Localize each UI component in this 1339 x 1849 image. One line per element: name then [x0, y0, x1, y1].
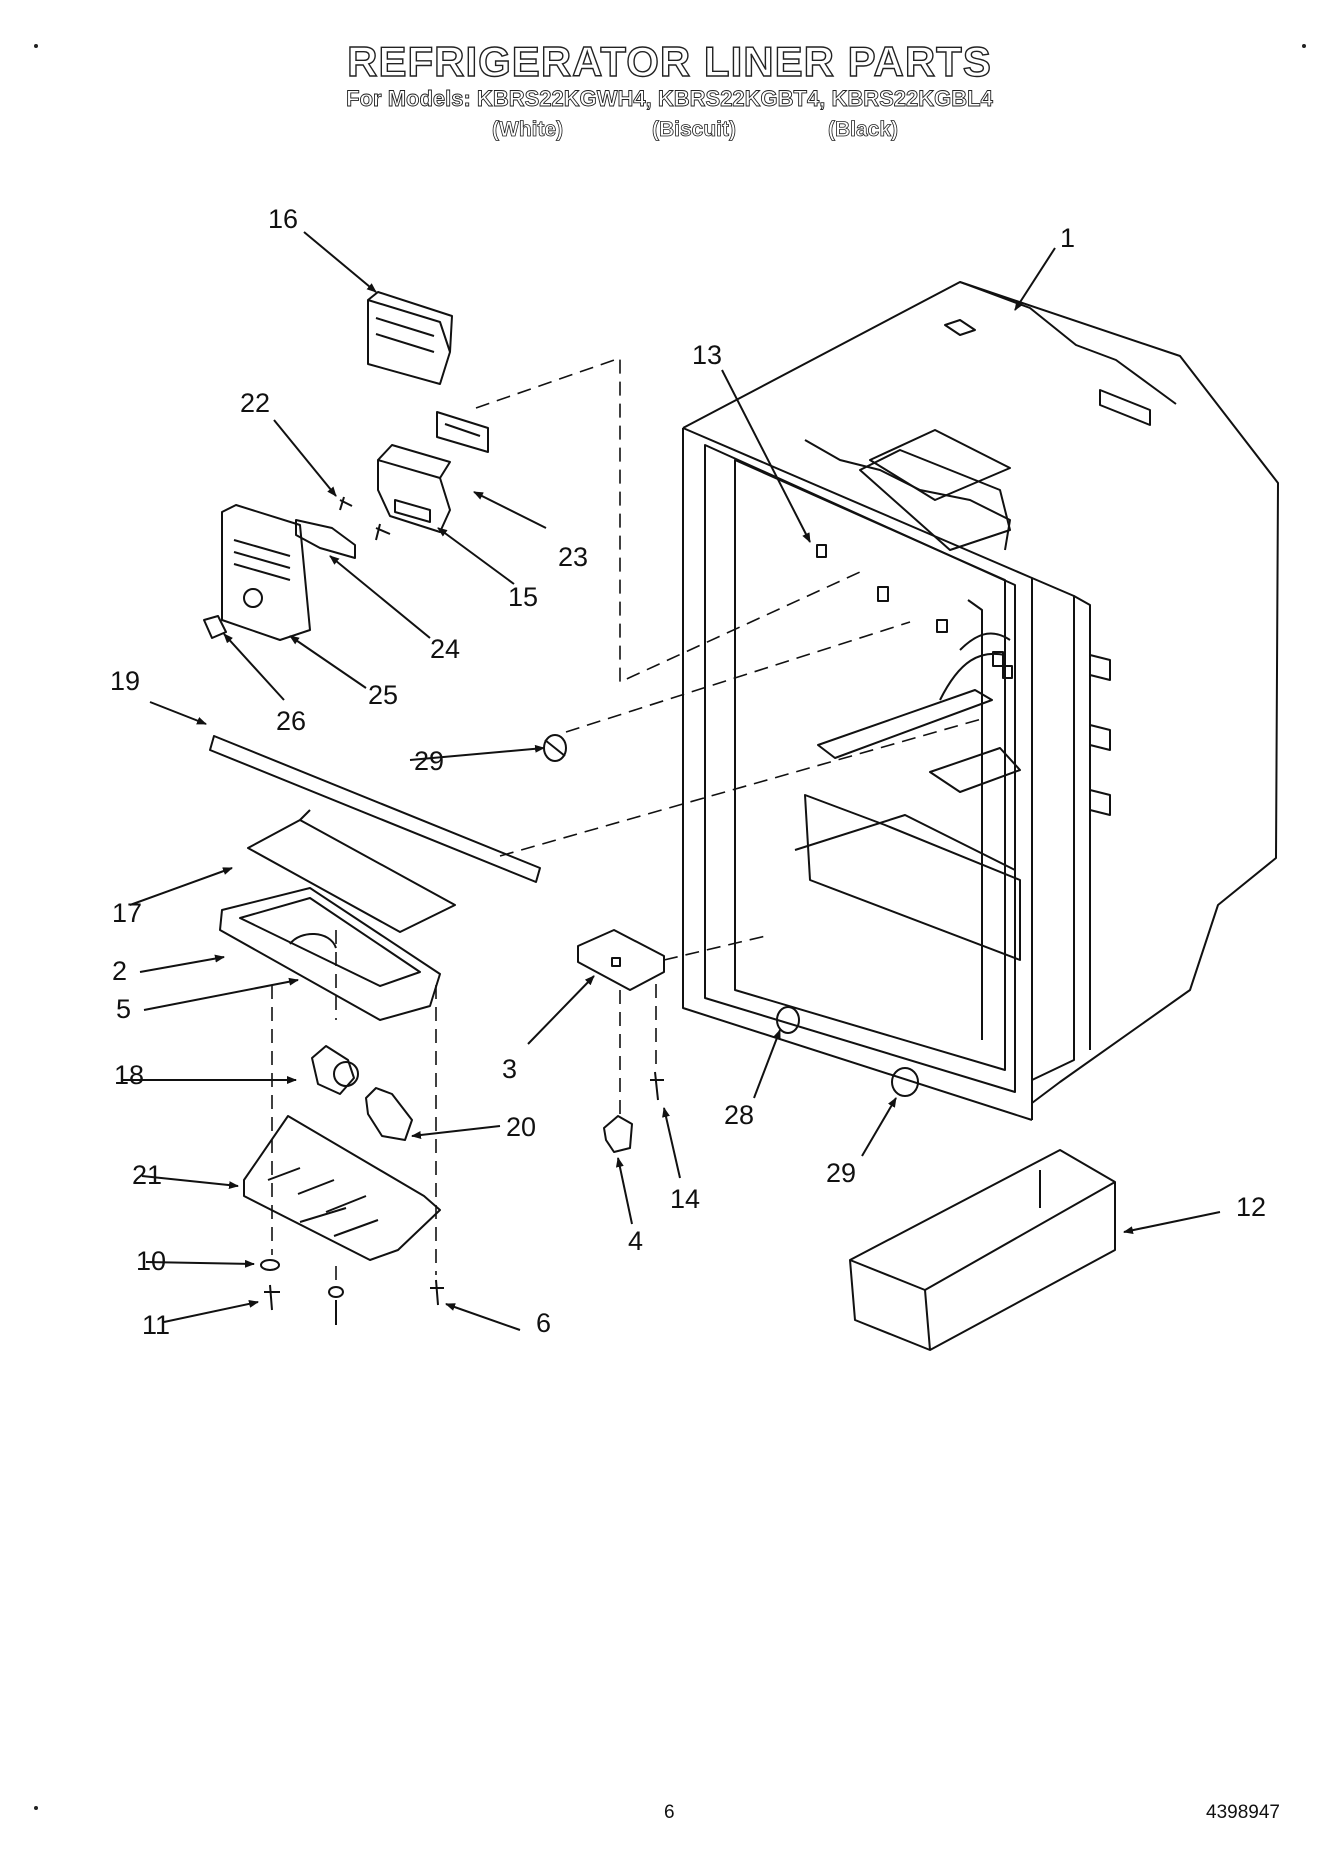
callout-13: 13 — [692, 340, 722, 370]
part-15-control-housing — [377, 444, 451, 533]
color-label-black: (Black) — [828, 118, 899, 142]
callout-16: 16 — [268, 204, 298, 234]
registration-dot — [34, 44, 38, 48]
part-22-screw — [339, 496, 353, 511]
color-label-biscuit: (Biscuit) — [652, 118, 737, 142]
part-28-plug — [776, 1006, 800, 1034]
color-label-white: (White) — [492, 118, 564, 142]
part-17-bracket — [247, 809, 456, 933]
part-12-door-bin — [849, 1149, 1116, 1351]
callout-24: 24 — [430, 634, 460, 664]
callout-15: 15 — [508, 582, 538, 612]
callout-22: 22 — [240, 388, 270, 418]
part-10-washer — [260, 1259, 280, 1271]
part-15-screw — [375, 523, 391, 541]
callout-25: 25 — [368, 680, 398, 710]
part-18-socket — [311, 1045, 359, 1095]
callout-19: 19 — [110, 666, 140, 696]
callout-21: 21 — [132, 1160, 162, 1190]
callout-18: 18 — [114, 1060, 144, 1090]
callout-4: 4 — [628, 1226, 643, 1256]
callout-29-upper: 29 — [414, 746, 444, 776]
part-11-screw — [264, 1284, 280, 1311]
part-20-bulb — [365, 1087, 413, 1141]
callout-labels: 1 2 3 4 5 6 10 11 12 13 14 15 16 17 18 1… — [110, 204, 1266, 1340]
callout-20: 20 — [506, 1112, 536, 1142]
part-25-housing — [221, 504, 311, 641]
callout-2: 2 — [112, 956, 127, 986]
part-23-label — [436, 411, 489, 453]
part-4-switch — [603, 1115, 633, 1153]
part-29-plug-lower — [891, 1067, 919, 1097]
registration-dot — [1302, 44, 1306, 48]
model-list: For Models: KBRS22KGWH4, KBRS22KGBT4, KB… — [346, 86, 994, 112]
part-2-lens-plate — [219, 887, 441, 1021]
callout-10: 10 — [136, 1246, 166, 1276]
page-number: 6 — [664, 1802, 675, 1823]
part-24-bracket — [295, 519, 356, 559]
callout-14: 14 — [670, 1184, 700, 1214]
callout-28: 28 — [724, 1100, 754, 1130]
callout-29-lower: 29 — [826, 1158, 856, 1188]
callout-23: 23 — [558, 542, 588, 572]
center-screw — [328, 1286, 344, 1325]
part-21-lamp-housing — [243, 1115, 441, 1261]
document-number: 4398947 — [1206, 1802, 1280, 1823]
callout-1: 1 — [1060, 223, 1075, 253]
callout-5: 5 — [116, 994, 131, 1024]
callout-3: 3 — [502, 1054, 517, 1084]
part-29-plug-upper — [543, 734, 567, 762]
liner-body — [682, 281, 1279, 1121]
registration-dot — [34, 1806, 38, 1810]
part-19-rod — [209, 735, 541, 883]
part-14-screw — [650, 1071, 664, 1101]
part-6-screw — [430, 1279, 444, 1306]
callout-6: 6 — [536, 1308, 551, 1338]
part-26-knob — [203, 615, 227, 639]
page-title: REFRIGERATOR LINER PARTS — [346, 37, 992, 85]
part-3-switch-bracket — [577, 929, 665, 991]
leader-lines — [122, 231, 1221, 1331]
callout-26: 26 — [276, 706, 306, 736]
part-16-cover — [367, 291, 453, 385]
callout-17: 17 — [112, 898, 142, 928]
callout-12: 12 — [1236, 1192, 1266, 1222]
callout-11: 11 — [142, 1310, 170, 1340]
alignment-lines — [271, 356, 986, 1282]
